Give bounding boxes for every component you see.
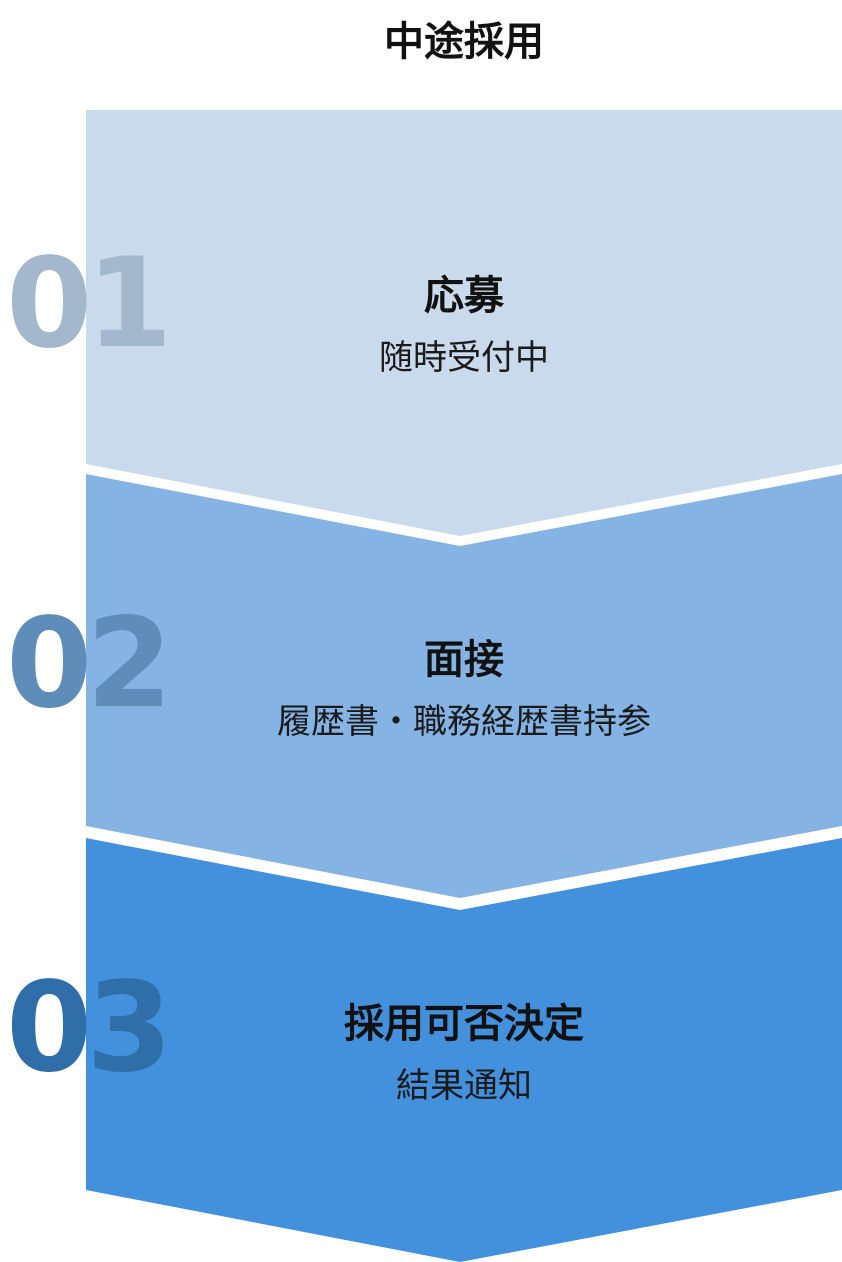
step-1-chevron-fill xyxy=(86,110,842,536)
step-1-heading: 応募 xyxy=(424,273,504,319)
step-3-chevron-shape xyxy=(86,838,842,1262)
step-1-subtext: 随時受付中 xyxy=(379,338,549,378)
step-2: 02 面接 履歴書・職務経歴書持参 xyxy=(6,470,842,920)
step-2-heading: 面接 xyxy=(424,637,504,683)
step-1: 01 応募 随時受付中 xyxy=(6,110,842,550)
step-2-chevron-shape xyxy=(86,474,842,898)
step-3-chevron-fill xyxy=(86,838,842,1262)
step-2-number: 02 xyxy=(6,592,173,736)
step-1-number: 01 xyxy=(6,232,173,376)
step-1-chevron-shape xyxy=(86,110,842,536)
step-3: 03 採用可否決定 結果通知 xyxy=(6,834,842,1262)
step-3-number: 03 xyxy=(6,956,173,1100)
step-2-subtext: 履歴書・職務経歴書持参 xyxy=(277,702,651,742)
step-3-subtext: 結果通知 xyxy=(396,1066,532,1106)
page-title: 中途採用 xyxy=(384,19,544,65)
step-3-heading: 採用可否決定 xyxy=(344,1001,584,1047)
step-2-chevron-fill xyxy=(86,474,842,898)
